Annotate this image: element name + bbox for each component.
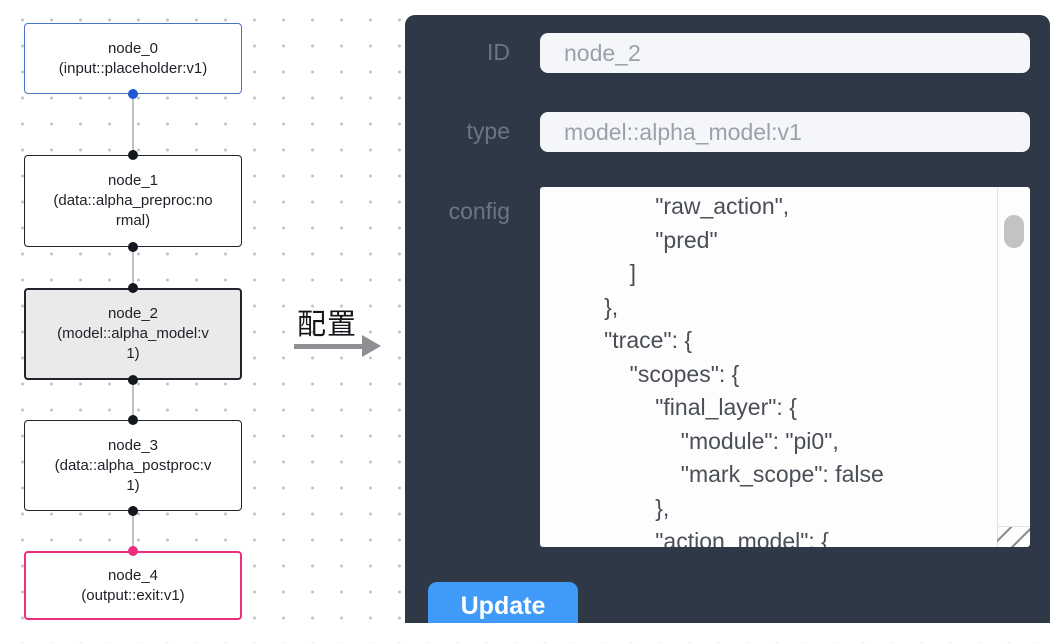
- config-json-content: "raw_action", "pred" ] }, "trace": { "sc…: [604, 193, 884, 547]
- node-4-input-handle[interactable]: [128, 546, 138, 556]
- node-id-label: node_1: [107, 172, 159, 189]
- node-config-panel: ID type config "raw_action", "pred" ] },…: [405, 15, 1050, 623]
- node-id-label: node_4: [107, 566, 159, 584]
- node-type-label: (output::exit:v1): [81, 586, 185, 604]
- node-2-output-handle[interactable]: [128, 375, 138, 385]
- node-type-label: (model::alpha_model:v1): [57, 325, 209, 362]
- type-field-label: type: [466, 118, 510, 144]
- config-scrollbar-thumb[interactable]: [1004, 215, 1024, 248]
- right-arrow-head-icon: [362, 335, 381, 357]
- node-id-label: node_2: [107, 305, 159, 322]
- config-json-textarea[interactable]: "raw_action", "pred" ] }, "trace": { "sc…: [540, 187, 1030, 547]
- id-field-label: ID: [487, 39, 510, 65]
- node-id-label: node_0: [107, 39, 159, 57]
- graph-node-4[interactable]: node_4 (output::exit:v1): [24, 551, 242, 620]
- node-id-label: node_3: [107, 436, 159, 454]
- node-3-input-handle[interactable]: [128, 415, 138, 425]
- graph-node-1[interactable]: node_1 (data::alpha_preproc:normal): [24, 155, 242, 247]
- node-type-label: (data::alpha_preproc:normal): [53, 192, 213, 229]
- graph-node-0[interactable]: node_0 (input::placeholder:v1): [24, 23, 242, 94]
- configure-annotation-label: 配置: [297, 309, 358, 341]
- graph-node-2-selected[interactable]: node_2 (model::alpha_model:v1): [24, 288, 242, 380]
- update-button[interactable]: Update: [428, 582, 578, 623]
- id-input[interactable]: [540, 33, 1030, 73]
- config-scrollbar[interactable]: [997, 187, 1030, 547]
- node-1-output-handle[interactable]: [128, 242, 138, 252]
- config-field-label: config: [448, 198, 510, 224]
- node-type-label: (data::alpha_postproc:v1): [54, 456, 212, 494]
- node-0-output-handle[interactable]: [128, 89, 138, 99]
- right-arrow-icon: [294, 344, 362, 349]
- textarea-resize-handle-icon[interactable]: [997, 526, 1030, 547]
- node-1-input-handle[interactable]: [128, 150, 138, 160]
- node-2-input-handle[interactable]: [128, 283, 138, 293]
- node-type-label: (input::placeholder:v1): [58, 59, 208, 77]
- graph-node-3[interactable]: node_3 (data::alpha_postproc:v1): [24, 420, 242, 511]
- type-input[interactable]: [540, 112, 1030, 152]
- node-3-output-handle[interactable]: [128, 506, 138, 516]
